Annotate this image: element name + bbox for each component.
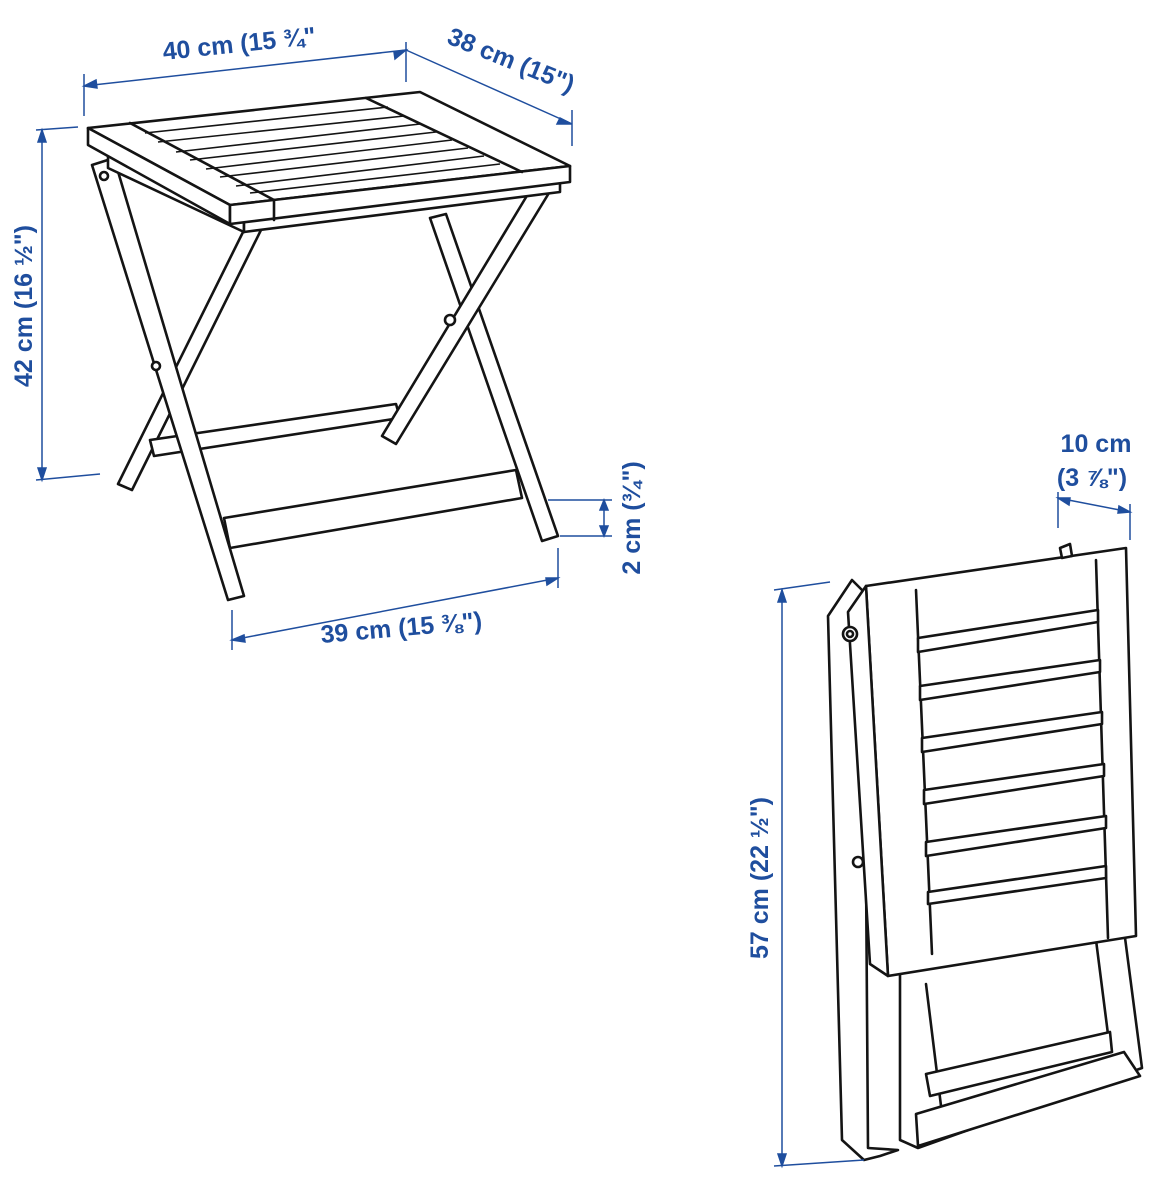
folded-dimension-lines bbox=[773, 492, 1133, 1169]
front-leg-a bbox=[90, 156, 246, 602]
foot-clearance-label: 2 cm (¾") bbox=[618, 461, 646, 574]
back-leg-b bbox=[428, 212, 560, 543]
thickness-label-line2: (3 ⅞") bbox=[1057, 464, 1127, 492]
thickness-label-line1: 10 cm bbox=[1061, 430, 1132, 458]
folded-stool-drawing bbox=[826, 542, 1144, 1162]
front-leg-b bbox=[380, 182, 554, 446]
tabletop-side-edge bbox=[228, 164, 572, 226]
front-stretcher bbox=[222, 468, 524, 550]
width-label: 40 cm (15 ¾" bbox=[161, 22, 317, 66]
unfolded-dimension-lines bbox=[35, 42, 612, 650]
height-label: 42 cm (16 ½") bbox=[10, 225, 38, 387]
base-width-label: 39 cm (15 ⅜") bbox=[319, 607, 483, 649]
folded-height-label: 57 cm (22 ½") bbox=[746, 797, 774, 959]
unfolded-stool-drawing bbox=[86, 90, 572, 602]
depth-label: 38 cm (15") bbox=[444, 22, 579, 98]
